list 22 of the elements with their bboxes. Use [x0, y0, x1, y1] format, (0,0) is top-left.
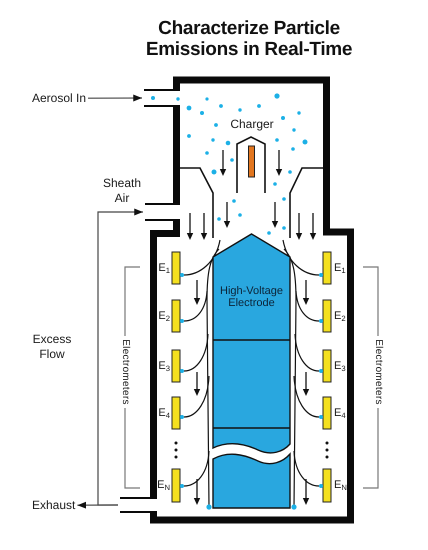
electrometer-label: E$_{4}$	[158, 407, 170, 420]
electrometer-label: E$_{N}$	[334, 479, 347, 492]
flow-arrow	[88, 94, 142, 102]
diagram-title: Characterize Particle Emissions in Real-Time	[144, 18, 354, 60]
charger-label: Charger	[230, 117, 274, 132]
bracket-label: Electrometers	[372, 339, 384, 405]
electrometer-label: E$_{3}$	[334, 360, 346, 373]
electrometer-label: E$_{1}$	[158, 262, 170, 275]
flow-label: Exhaust	[32, 498, 76, 512]
electrometer-label: E$_{1}$	[334, 262, 346, 275]
electrometer-label: E$_{3}$	[158, 360, 170, 373]
electrometer-label: E$_{4}$	[334, 407, 346, 420]
electrometer-label: E$_{N}$	[157, 479, 170, 492]
bracket-label: Electrometers	[119, 339, 131, 405]
electrode-column	[212, 233, 291, 509]
electrometer-label: E$_{2}$	[334, 310, 346, 323]
electrode-label: High-Voltage Electrode	[219, 285, 284, 309]
electrometer-label: E$_{2}$	[158, 310, 170, 323]
flow-label: Excess Flow	[32, 332, 72, 362]
flow-label: Aerosol In	[32, 90, 86, 106]
flow-label: Sheath Air	[102, 176, 142, 206]
flow-arrow	[97, 208, 143, 506]
